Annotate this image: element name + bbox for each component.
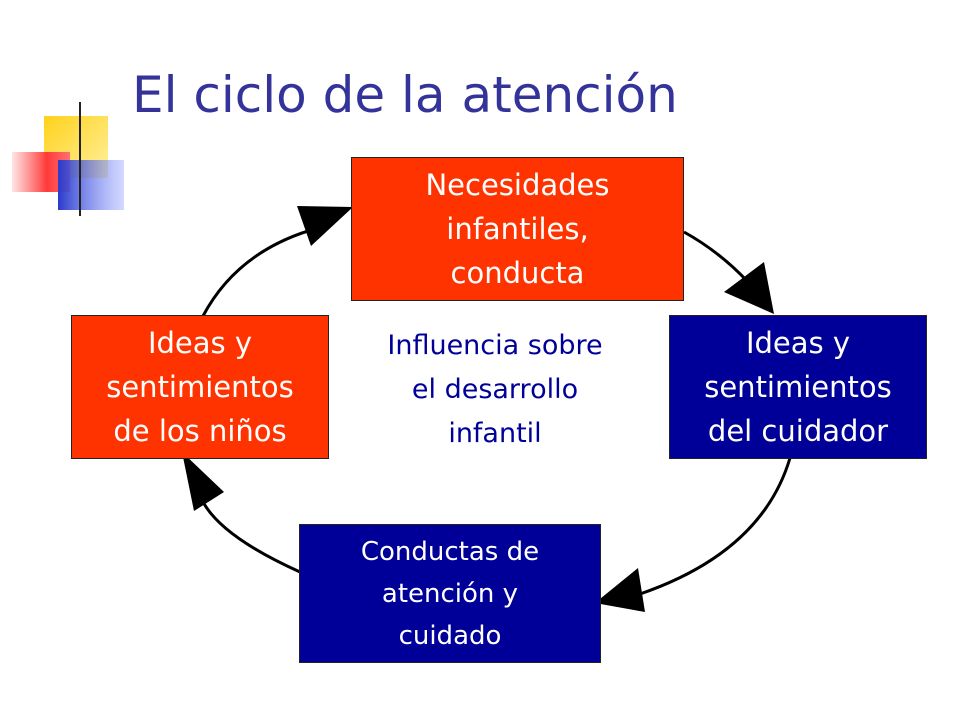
node-caregiver-ideas-line-2: sentimientos — [704, 370, 892, 404]
page-title: El ciclo de la atención — [132, 66, 678, 124]
arrow-head — [297, 206, 353, 246]
node-caregiver-ideas: Ideas y sentimientos del cuidador — [669, 315, 927, 459]
arc-bottom-left — [200, 499, 301, 574]
arc-left-top — [201, 226, 319, 317]
node-child-needs-line-3: conducta — [450, 256, 585, 290]
decorative-squares-logo — [12, 102, 880, 216]
arrow-head — [724, 262, 774, 314]
node-child-needs-line-2: infantiles, — [446, 212, 589, 246]
node-care-behaviors-line-3: cuidado — [398, 620, 502, 651]
node-child-ideas: Ideas y sentimientos de los niños — [71, 315, 329, 459]
center-label-line-3: infantil — [448, 418, 542, 449]
node-caregiver-ideas-line-3: del cuidador — [707, 414, 889, 448]
node-caregiver-ideas-line-1: Ideas y — [745, 326, 851, 360]
center-label-line-1: Influencia sobre — [387, 330, 603, 361]
center-label-line-2: el desarrollo — [411, 374, 579, 405]
center-label: Influencia sobre el desarrollo infantil — [340, 324, 650, 456]
node-child-ideas-line-1: Ideas y — [147, 326, 253, 360]
arrow-heads — [182, 206, 774, 612]
node-child-needs: Necesidades infantiles, conducta — [351, 157, 684, 301]
arc-right-bottom — [639, 457, 792, 596]
arrow-head — [595, 568, 645, 612]
node-child-ideas-line-3: de los niños — [113, 414, 287, 448]
arc-top-right — [683, 230, 750, 284]
node-care-behaviors-line-1: Conductas de — [360, 536, 540, 567]
blue-square — [58, 160, 124, 210]
node-child-needs-line-1: Necesidades — [425, 168, 610, 202]
arrow-head — [182, 452, 224, 511]
node-care-behaviors-line-2: atención y — [381, 578, 519, 609]
node-child-ideas-line-2: sentimientos — [106, 370, 294, 404]
node-care-behaviors: Conductas de atención y cuidado — [299, 524, 601, 663]
